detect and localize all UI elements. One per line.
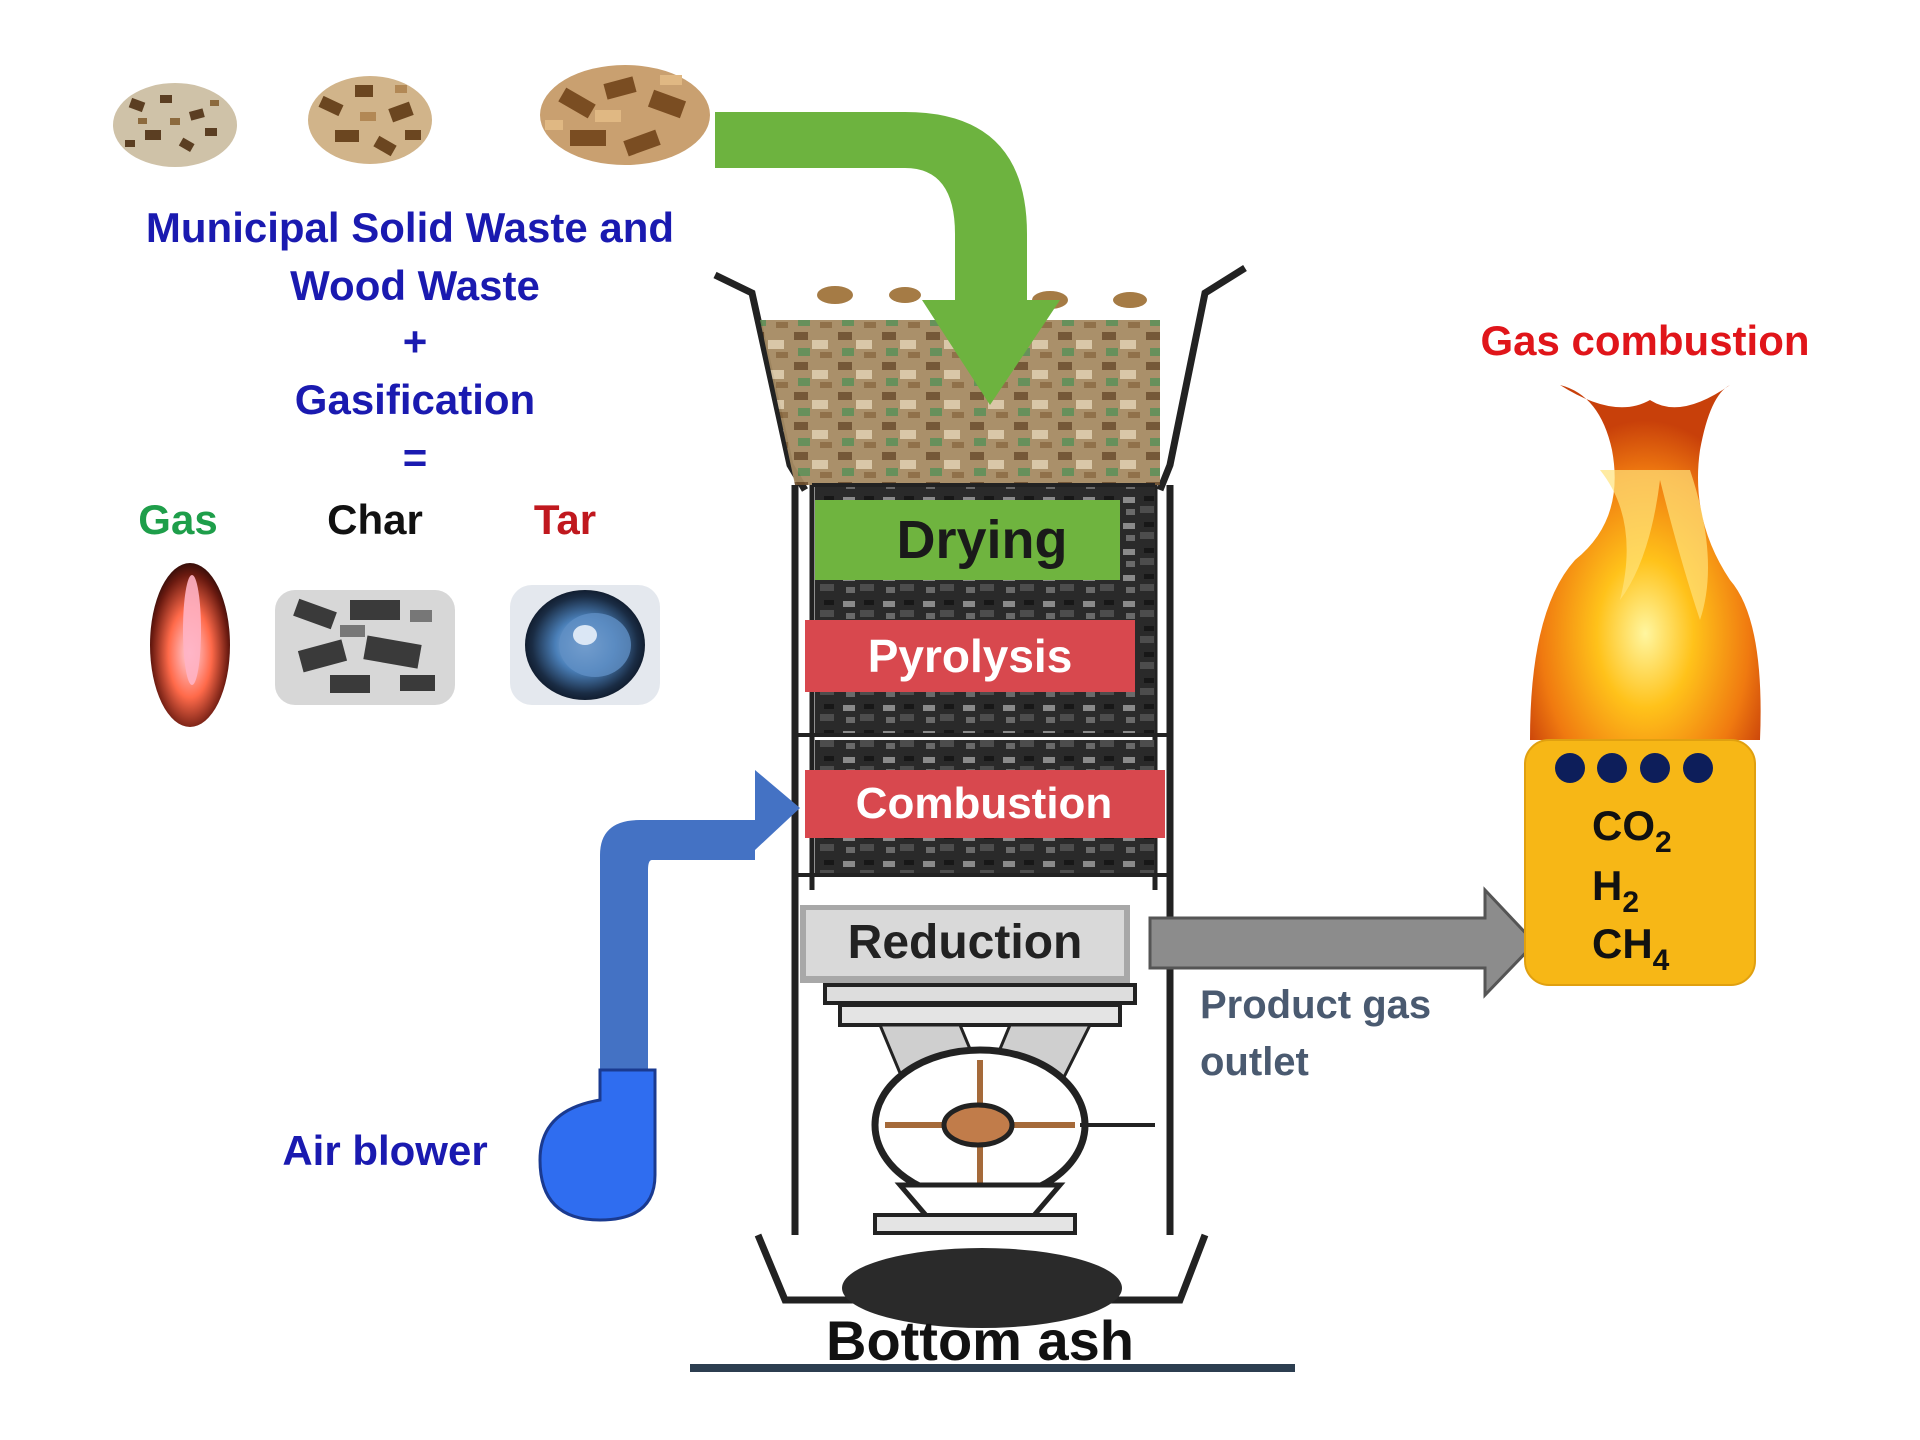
product-gas-label: Gas	[138, 496, 217, 543]
outlet-arrow	[1148, 886, 1538, 999]
feedstock-images	[113, 65, 710, 167]
zone-pyrolysis: Pyrolysis	[805, 620, 1135, 692]
flame-icon	[1530, 385, 1761, 740]
medium-chips-image	[308, 76, 432, 164]
species-h2: H2	[1592, 862, 1639, 919]
gas-box: CO2 H2 CH4	[1524, 739, 1756, 986]
zone-combustion: Combustion	[805, 770, 1165, 838]
feed-material	[760, 320, 1160, 485]
gas-combustion-title: Gas combustion	[1480, 317, 1809, 364]
feed-arrow	[715, 112, 1060, 405]
intro-line-1: Municipal Solid Waste and	[146, 204, 674, 251]
air-arrow	[600, 770, 800, 1075]
species-co2: CO2	[1592, 802, 1672, 859]
bottom-ash-label: Bottom ash	[826, 1309, 1134, 1372]
gas-torch-image	[150, 563, 230, 727]
zone-drying-label: Drying	[896, 510, 1067, 570]
zone-pyrolysis-label: Pyrolysis	[868, 630, 1073, 682]
intro-equals: =	[403, 434, 428, 481]
large-chips-image	[540, 65, 710, 165]
zone-reduction: Reduction	[800, 905, 1130, 983]
intro-line-3: Gasification	[295, 376, 535, 423]
char-image	[275, 590, 455, 705]
zone-reduction-label: Reduction	[848, 916, 1083, 969]
product-tar-label: Tar	[534, 496, 596, 543]
species-ch4: CH4	[1592, 920, 1670, 977]
zone-combustion-label: Combustion	[856, 779, 1113, 828]
outlet-label-line-1: Product gas	[1200, 983, 1431, 1027]
outlet-label-line-2: outlet	[1200, 1040, 1309, 1084]
air-blower-label: Air blower	[282, 1127, 487, 1174]
zone-drying: Drying	[815, 500, 1120, 580]
intro-plus: +	[403, 318, 428, 365]
product-char-label: Char	[327, 496, 423, 543]
air-blower-icon	[538, 1068, 657, 1222]
fine-chips-image	[113, 83, 237, 167]
intro-line-2: Wood Waste	[290, 262, 540, 309]
gasifier-reactor	[690, 265, 1295, 1372]
tar-image	[510, 585, 660, 705]
